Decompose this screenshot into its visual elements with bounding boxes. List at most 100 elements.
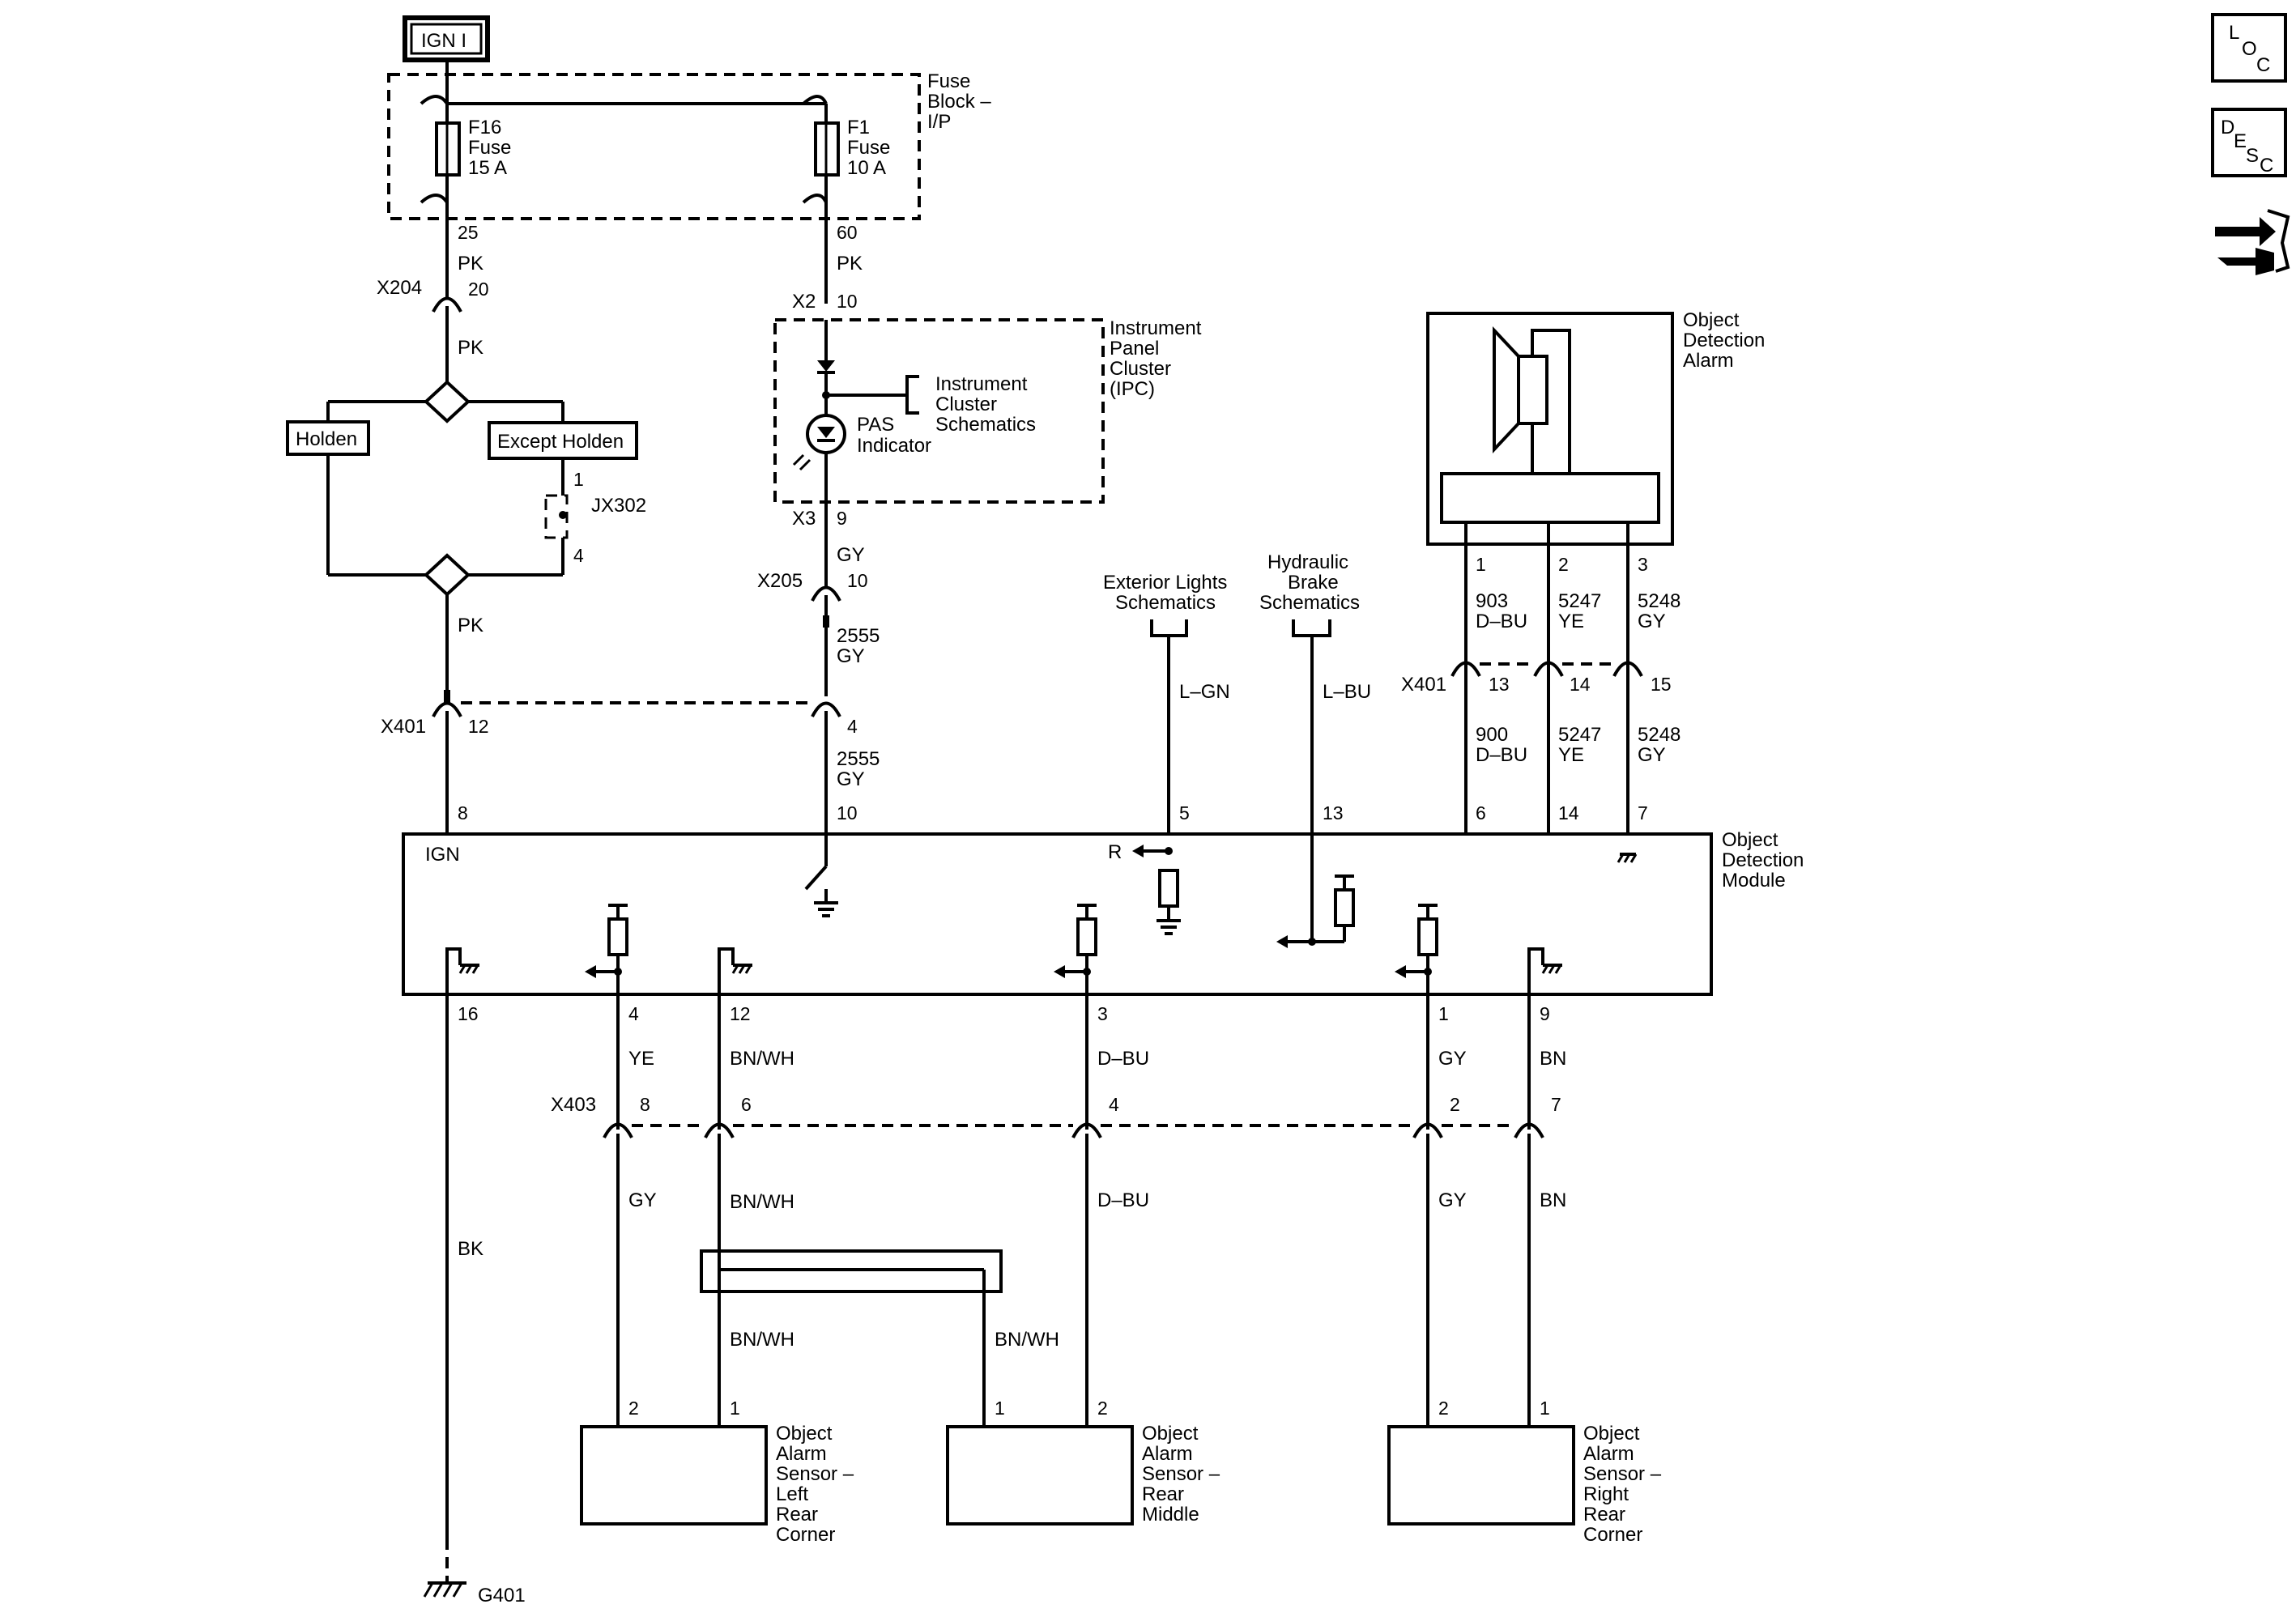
diagram-label: 1: [1540, 1398, 1550, 1419]
diagram-label: G401: [478, 1585, 526, 1606]
module-ground-9-icon: [1527, 947, 1562, 994]
diagram-label: R: [1108, 841, 1122, 863]
diagram-label: S: [2246, 145, 2259, 167]
diagram-label: GY: [628, 1189, 657, 1211]
diagram-label: D–BU: [1097, 1048, 1149, 1070]
diagram-label: Rear: [1142, 1483, 1184, 1505]
diagram-label: 900: [1476, 724, 1508, 746]
diagram-label: Block –: [927, 91, 991, 113]
diagram-label: Fuse: [468, 137, 511, 159]
diagram-label: Detection: [1683, 330, 1765, 351]
diagram-label: Middle: [1142, 1504, 1199, 1526]
diagram-label: 14: [1570, 674, 1591, 695]
diagram-label: 10 A: [847, 157, 886, 179]
diagram-label: 4: [628, 1003, 639, 1024]
diagram-label: 15 A: [468, 157, 507, 179]
pas-indicator-led-icon: [792, 414, 846, 471]
diagram-label: 4: [1109, 1094, 1119, 1115]
diagram-label: 9: [837, 508, 847, 529]
diagram-label: X3: [792, 508, 816, 530]
diagram-label: 1: [573, 469, 584, 490]
lower-harness: 16 4 12 3 1 9 YE BN/WH D–BU GY BN BK G40…: [423, 994, 1566, 1606]
diagram-label: GY: [1638, 611, 1666, 632]
sensor-rear-middle: 1 2 Object Alarm Sensor – Rear Middle: [946, 1398, 1220, 1526]
diagram-label: X401: [1401, 674, 1446, 696]
diagram-label: Object: [1583, 1423, 1640, 1445]
diagram-label: X401: [381, 716, 426, 738]
diagram-label: Fuse: [847, 137, 890, 159]
diagram-label: 2555: [837, 625, 880, 647]
diagram-label: X2: [792, 291, 816, 313]
diode-icon: [817, 360, 835, 372]
connector-x205: X205 10: [757, 570, 868, 602]
diagram-label: 2: [1438, 1398, 1449, 1419]
f16-circuit: 25 PK X204 20 PK Holden Except Holden: [286, 198, 646, 690]
diagram-label: BN/WH: [730, 1048, 794, 1070]
except-holden-option-label: Except Holden: [488, 421, 638, 460]
diagram-label: Module: [1722, 870, 1786, 891]
diagram-label: Alarm: [1683, 350, 1734, 372]
diagram-label: GY: [837, 768, 865, 790]
diagram-label: X403: [551, 1094, 596, 1116]
diagram-label: PK: [458, 615, 483, 636]
diagram-label: 14: [1558, 802, 1579, 823]
instrument-panel-cluster: Instrument Panel Cluster (IPC) Instrumen…: [773, 317, 1202, 504]
diagram-label: 13: [1323, 802, 1344, 823]
diagram-label: Object: [1683, 309, 1740, 331]
fuse-terminal-icon: [420, 95, 449, 105]
f1-circuit: 60 PK X2 10: [792, 198, 863, 313]
connector-x401-upper-right: X401 13 14 15: [1401, 661, 1672, 696]
diagram-label: PK: [458, 337, 483, 359]
diagram-label: BN: [1540, 1048, 1566, 1070]
diagram-label: GY: [837, 645, 865, 667]
exterior-lights-schematic-ref: Exterior Lights Schematics L–GN 5: [1103, 572, 1230, 834]
diagram-label: 6: [1476, 802, 1486, 823]
diagram-label: Detection: [1722, 849, 1804, 871]
connector-x403: X403 8 6 4 2 7: [551, 1094, 1561, 1138]
diagram-label: 8: [640, 1094, 650, 1115]
diagram-label: 2: [628, 1398, 639, 1419]
diagram-label: Instrument: [935, 373, 1028, 395]
connector-x401-upper-left: X401 12 4: [381, 690, 858, 738]
diagram-label: Alarm: [1583, 1443, 1634, 1465]
diagram-label: Rear: [1583, 1504, 1625, 1526]
ign-power-source: IGN I: [403, 15, 490, 62]
diagram-label: 2: [1097, 1398, 1108, 1419]
diagram-label: IGN I: [421, 30, 466, 52]
option-splice-bottom: [424, 553, 471, 597]
diagram-label: Corner: [776, 1524, 835, 1546]
module-pullup-3-icon: [1054, 904, 1097, 994]
diagram-label: O: [2242, 38, 2257, 60]
cluster-schematic-ref-icon: [905, 375, 919, 415]
diagram-label: Sensor –: [1142, 1463, 1220, 1485]
diagram-label: Exterior Lights: [1103, 572, 1227, 594]
diagram-label: 5: [1179, 802, 1190, 823]
sensor-left-rear-corner: 2 1 Object Alarm Sensor – Left Rear Corn…: [580, 1398, 854, 1546]
ipc-output-circuit: X3 9 GY X205 10 2555 GY: [757, 502, 880, 696]
fuse-f1: F1 Fuse 10 A: [802, 95, 890, 204]
diagram-label: 1: [995, 1398, 1005, 1419]
diagram-label: Left: [776, 1483, 808, 1505]
module-ground-16-icon: [445, 947, 479, 994]
exterior-lights-input-icon: R: [1108, 841, 1181, 935]
diagram-label: Instrument: [1110, 317, 1202, 339]
desc-icon[interactable]: D E S C: [2211, 108, 2287, 177]
diagram-label: D–BU: [1476, 744, 1527, 766]
diagram-label: 10: [847, 570, 868, 591]
connector-jx302: 1 JX302 4: [544, 469, 646, 566]
diagram-label: Object: [1722, 829, 1778, 851]
diagram-label: 12: [468, 716, 489, 737]
connector-end-view-icon[interactable]: [2215, 209, 2290, 275]
diagram-label: C: [2260, 155, 2273, 177]
object-detection-module: Object Detection Module IGN R: [402, 829, 1804, 996]
diagram-label: Hydraulic: [1267, 551, 1348, 573]
loc-icon[interactable]: L O C: [2211, 13, 2287, 83]
diagram-label: Cluster: [935, 394, 997, 415]
diagram-label: 13: [1489, 674, 1510, 695]
diagram-label: 20: [468, 279, 489, 300]
module-pullup-4-icon: [585, 904, 628, 994]
hydraulic-brake-schematic-ref: Hydraulic Brake Schematics L–BU 13: [1259, 551, 1371, 834]
module-chassis-ground-icon: [1617, 853, 1638, 863]
diagram-label: BN/WH: [730, 1191, 794, 1213]
diagram-label: BN: [1540, 1189, 1566, 1211]
